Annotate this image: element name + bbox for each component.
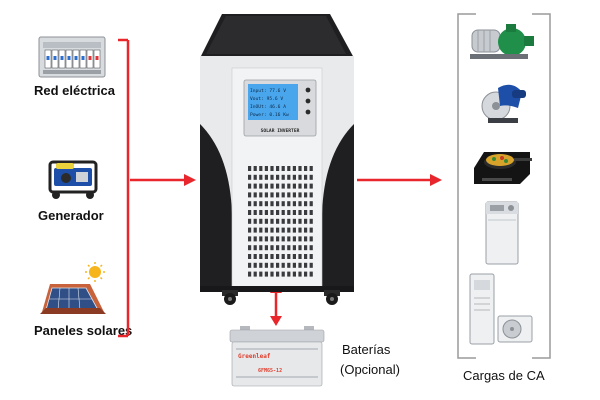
lcd-line-2: Vout: 95.6 V [250, 96, 283, 102]
arrow-to-loads [430, 174, 442, 186]
inverter-vent-grille [248, 166, 313, 277]
generator-icon [48, 160, 98, 199]
circular-saw-icon [481, 84, 526, 123]
battery-icon: Greenleaf 6FM65-12 [229, 326, 325, 387]
battery-label: Baterías [342, 342, 391, 357]
washing-machine-icon [485, 201, 519, 265]
solar-inverter-cabinet: Input: 77.6 V Vout: 95.6 V InOUt: 46.6 A… [200, 14, 354, 305]
lcd-line-3: InOUt: 46.6 A [250, 104, 286, 110]
inverter-button-2[interactable] [305, 98, 311, 104]
inverter-brand-label: SOLAR INVERTER [261, 128, 300, 134]
inverter-button-1[interactable] [305, 87, 311, 93]
air-conditioner-icon [469, 273, 533, 345]
inverter-lcd-screen [248, 84, 298, 120]
lcd-line-1: Input: 77.6 V [250, 88, 286, 94]
arrow-to-inverter [184, 174, 196, 186]
loads-box [457, 13, 551, 359]
inverter-button-3[interactable] [305, 109, 311, 115]
loads-label: Cargas de CA [463, 368, 545, 383]
breaker-panel-icon [38, 36, 106, 78]
solar-label: Paneles solares [34, 323, 133, 338]
water-pump-icon [470, 24, 534, 59]
generator-label: Generador [38, 208, 104, 223]
arrow-down-battery [270, 316, 282, 326]
battery-optional-label: (Opcional) [340, 362, 400, 377]
induction-cooker-icon [474, 152, 532, 184]
grid-label: Red eléctrica [34, 83, 115, 98]
solar-panel-icon [40, 262, 106, 314]
battery-brand-text: Greenleaf [238, 353, 271, 360]
lcd-line-4: Power: 0.16 Kw [250, 112, 289, 118]
inverter-wheel-right [324, 290, 340, 305]
inverter-wheel-left [222, 290, 238, 305]
battery-model-text: 6FM65-12 [258, 368, 282, 374]
